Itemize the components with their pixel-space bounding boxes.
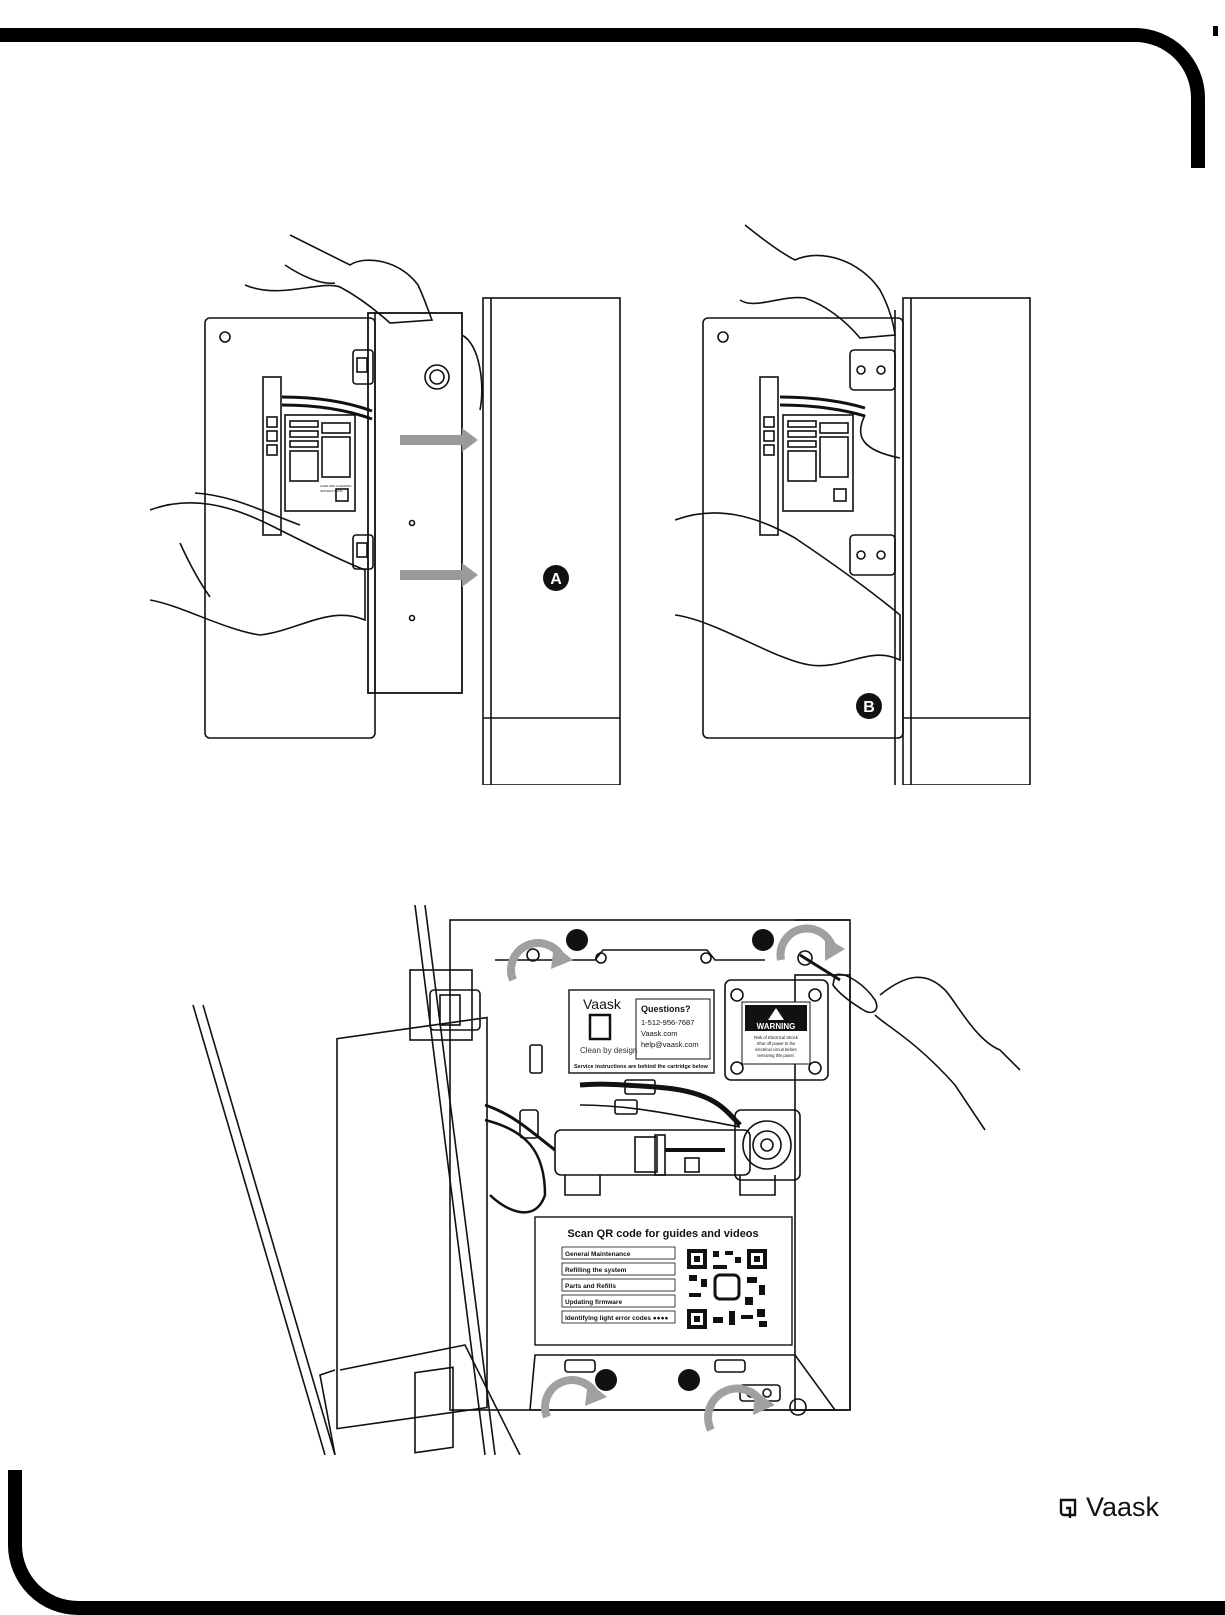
qr-code-icon — [685, 1247, 769, 1331]
qr-item-1: Refilling the system — [565, 1267, 627, 1274]
figure-service-panel: Vaask Clean by design Questions? 1-512-9… — [192, 905, 1021, 1455]
qr-item-4: Identifying light error codes ●●●● — [565, 1315, 669, 1322]
panel-phone: 1-512-956-7687 — [641, 1018, 694, 1027]
warning-line3: electrical circuit before — [755, 1047, 797, 1052]
qr-card-title: Scan QR code for guides and videos — [567, 1228, 758, 1240]
warning-line1: Risk of Electrical Shock — [754, 1035, 799, 1040]
figure-slide-cabinet: A CARE AND CLEANING INSTRUCTIONS — [150, 234, 621, 785]
vaask-logo-icon — [588, 1013, 612, 1041]
page-frame-top — [0, 28, 1205, 168]
figure-latch-hinges: B — [675, 224, 1031, 785]
panel-service-note: Service instructions are behind the cart… — [574, 1064, 709, 1070]
vaask-logo-icon — [1059, 1498, 1077, 1518]
panel-brand: Vaask — [583, 996, 622, 1012]
panel-questions: Questions? — [641, 1004, 691, 1014]
brand-name: Vaask — [1086, 1492, 1160, 1522]
warning-triangle-icon — [768, 1008, 784, 1020]
label-card-title: CARE AND CLEANING — [320, 484, 352, 488]
callout-a: A — [550, 571, 562, 588]
label-card-subtitle: INSTRUCTIONS — [320, 489, 343, 493]
panel-tagline: Clean by design — [580, 1046, 637, 1055]
warning-line2: Shut off power to the — [757, 1041, 796, 1046]
qr-item-0: General Maintenance — [565, 1251, 631, 1258]
panel-website: Vaask.com — [641, 1029, 678, 1038]
qr-item-3: Updating firmware — [565, 1299, 622, 1306]
page-frame-bottom — [8, 1470, 1225, 1615]
panel-email: help@vaask.com — [641, 1040, 699, 1049]
qr-item-2: Parts and Refills — [565, 1283, 616, 1290]
warning-line4: removing this panel. — [757, 1053, 794, 1058]
corner-mark — [1213, 26, 1218, 36]
warning-title: WARNING — [757, 1022, 796, 1031]
callout-b: B — [863, 699, 875, 716]
brand-logo: Vaask — [1058, 1492, 1159, 1523]
